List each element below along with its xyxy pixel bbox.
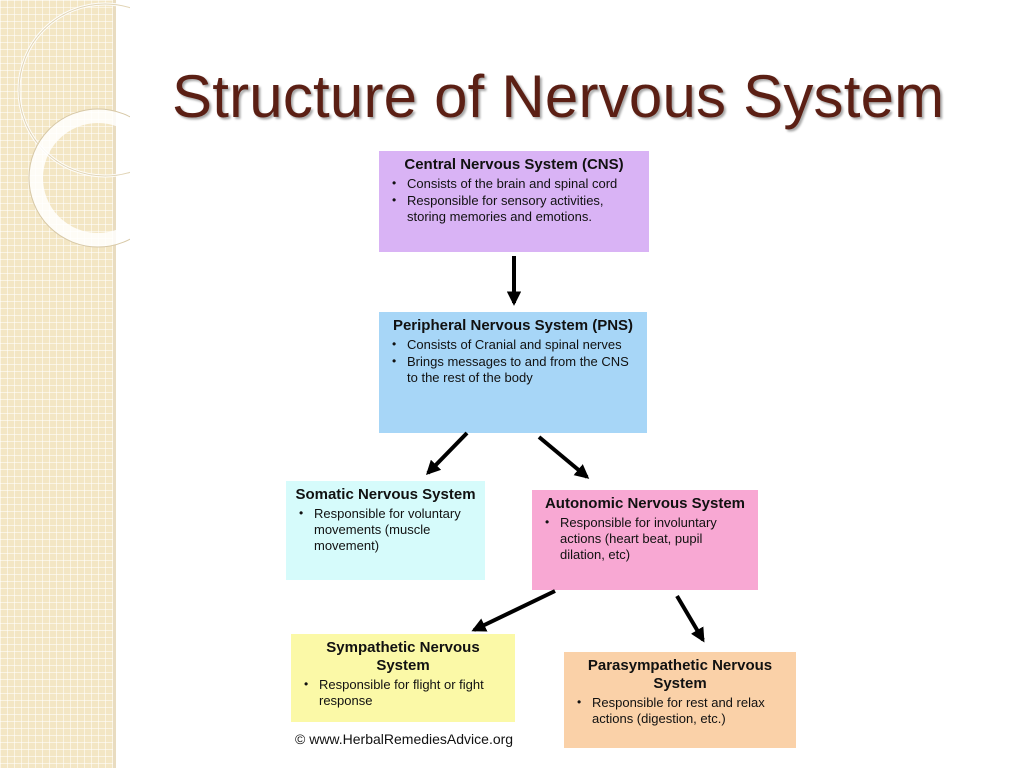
parasympathetic-bullets: Responsible for rest and relax actions (… [572, 694, 788, 727]
arrow-autonomic-to-sympathetic [471, 589, 556, 632]
autonomic-box: Autonomic Nervous System Responsible for… [532, 490, 758, 590]
somatic-title: Somatic Nervous System [295, 486, 476, 503]
autonomic-bullet: Responsible for involuntary actions (hea… [545, 514, 750, 563]
arrow-pns-to-autonomic [537, 435, 590, 479]
sympathetic-bullet: Responsible for flight or fight response [304, 676, 507, 709]
pns-box: Peripheral Nervous System (PNS) Consists… [379, 312, 647, 433]
somatic-bullet: Responsible for voluntary movements (mus… [299, 505, 477, 554]
arrow-pns-to-somatic [425, 431, 469, 476]
parasympathetic-title: Parasympathetic Nervous System [587, 657, 773, 692]
pns-bullet: Brings messages to and from the CNS to t… [392, 353, 639, 386]
pns-bullets: Consists of Cranial and spinal nerves Br… [387, 336, 639, 386]
parasympathetic-box: Parasympathetic Nervous System Responsib… [564, 652, 796, 748]
arrow-autonomic-to-parasympathetic [675, 594, 705, 643]
cns-bullet: Responsible for sensory activities, stor… [392, 192, 641, 225]
sympathetic-bullets: Responsible for flight or fight response [299, 676, 507, 709]
cns-bullets: Consists of the brain and spinal cord Re… [387, 175, 641, 225]
autonomic-title: Autonomic Nervous System [544, 495, 746, 512]
cns-box: Central Nervous System (CNS) Consists of… [379, 151, 649, 252]
pns-bullet: Consists of Cranial and spinal nerves [392, 336, 639, 353]
somatic-box: Somatic Nervous System Responsible for v… [286, 481, 485, 580]
pns-title: Peripheral Nervous System (PNS) [392, 317, 634, 334]
decorative-circles [17, 2, 130, 248]
copyright-credit: © www.HerbalRemediesAdvice.org [295, 731, 514, 747]
cns-title: Central Nervous System (CNS) [404, 156, 624, 173]
autonomic-bullets: Responsible for involuntary actions (hea… [540, 514, 750, 563]
cns-bullet: Consists of the brain and spinal cord [392, 175, 641, 192]
somatic-bullets: Responsible for voluntary movements (mus… [294, 505, 477, 554]
sympathetic-title: Sympathetic Nervous System [326, 639, 480, 674]
slide-title: Structure of Nervous System [172, 63, 945, 130]
sympathetic-box: Sympathetic Nervous System Responsible f… [291, 634, 515, 722]
parasympathetic-bullet: Responsible for rest and relax actions (… [577, 694, 788, 727]
